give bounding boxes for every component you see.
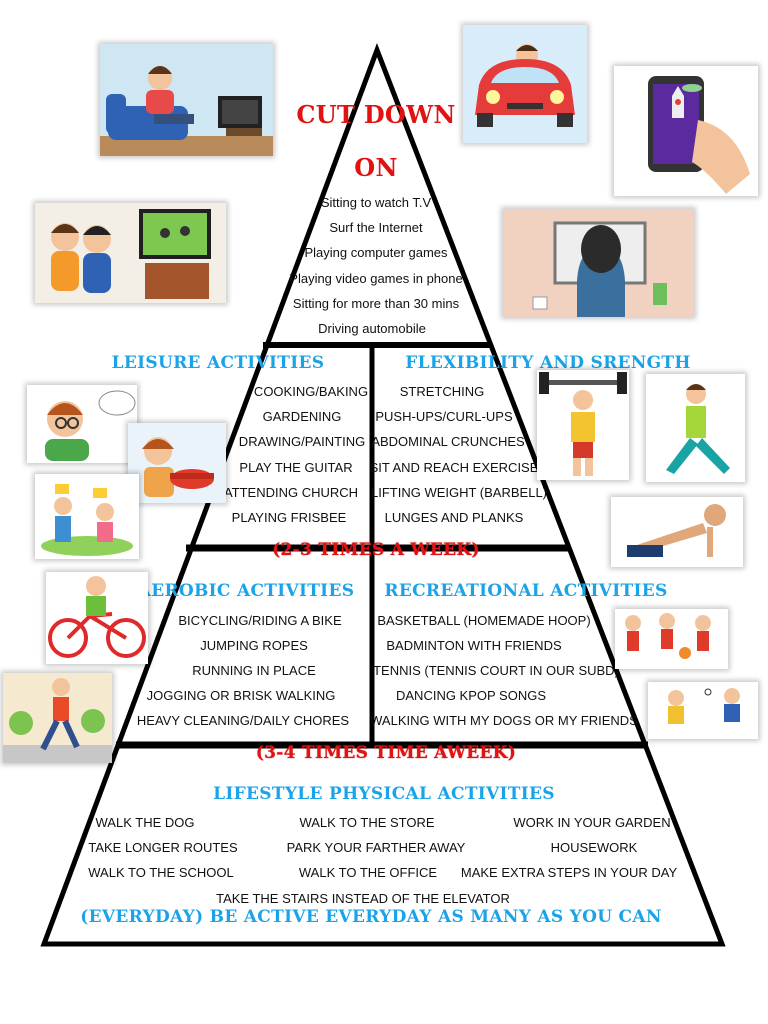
list-item: Sitting to watch T.V bbox=[320, 195, 432, 210]
man-jogging-illustration bbox=[3, 673, 112, 763]
aerobic-item: JOGGING OR BRISK WALKING bbox=[146, 688, 336, 703]
flexibility-item: ABDOMINAL CRUNCHES bbox=[371, 434, 525, 449]
man-stretching-illustration bbox=[646, 374, 745, 482]
aerobic-item: BICYCLING/RIDING A BIKE bbox=[178, 613, 342, 628]
leisure-item: ATTENDING CHURCH bbox=[223, 485, 359, 500]
leisure-item: DRAWING/PAINTING bbox=[238, 434, 366, 449]
man-watching-tv-illustration bbox=[100, 44, 273, 156]
lifestyle-item: WALK TO THE SCHOOL bbox=[88, 865, 234, 880]
flexibility-item: SIT AND REACH EXERCISE bbox=[369, 460, 539, 475]
leisure-heading: LEISURE ACTIVITIES bbox=[111, 353, 325, 373]
kids-basketball-illustration bbox=[615, 609, 728, 669]
cut-down-heading-on: ON bbox=[354, 153, 398, 182]
lifestyle-item: WALK TO THE STORE bbox=[299, 815, 435, 830]
list-item: Driving automobile bbox=[318, 321, 426, 336]
boy-riding-bike-illustration bbox=[46, 572, 148, 664]
aerobic-item: RUNNING IN PLACE bbox=[192, 663, 316, 678]
tier2-frequency: (2-3 TIMES A WEEK) bbox=[272, 540, 480, 560]
kids-playing-video-game-illustration bbox=[35, 203, 226, 303]
list-item: Playing video games in phone bbox=[289, 271, 463, 286]
girl-cooking-illustration bbox=[128, 423, 226, 503]
lifestyle-item: TAKE THE STAIRS INSTEAD OF THE ELEVATOR bbox=[216, 891, 510, 906]
lifestyle-item: WORK IN YOUR GARDEN bbox=[513, 815, 671, 830]
lifestyle-heading: LIFESTYLE PHYSICAL ACTIVITIES bbox=[213, 784, 555, 804]
kids-gardening-illustration bbox=[35, 474, 139, 559]
leisure-item: PLAYING FRISBEE bbox=[231, 510, 347, 525]
lifestyle-item: PARK YOUR FARTHER AWAY bbox=[286, 840, 466, 855]
recreational-item: TENNIS (TENNIS COURT IN OUR SUBD) bbox=[373, 663, 619, 678]
boy-drawing-illustration bbox=[27, 385, 137, 463]
everyday-footer: (EVERYDAY) BE ACTIVE EVERYDAY AS MANY AS… bbox=[80, 907, 662, 927]
flexibility-heading: FLEXIBILITY AND SRENGTH bbox=[405, 353, 691, 373]
flexibility-item: LUNGES AND PLANKS bbox=[384, 510, 524, 525]
leisure-item: PLAY THE GUITAR bbox=[239, 460, 353, 475]
recreational-item: DANCING KPOP SONGS bbox=[395, 688, 547, 703]
lifestyle-item: TAKE LONGER ROUTES bbox=[88, 840, 238, 855]
lifestyle-item: WALK THE DOG bbox=[95, 815, 195, 830]
aerobic-item: JUMPING ROPES bbox=[200, 638, 308, 653]
cut-down-heading: CUT DOWN bbox=[296, 100, 456, 129]
flexibility-item: PUSH-UPS/CURL-UPS bbox=[375, 409, 513, 424]
list-item: Playing computer games bbox=[304, 245, 448, 260]
man-driving-car-illustration bbox=[463, 25, 587, 143]
tier3-frequency: (3-4 TIMES TIME AWEEK) bbox=[255, 743, 517, 763]
leisure-item: GARDENING bbox=[262, 409, 342, 424]
recreational-item: BADMINTON WITH FRIENDS bbox=[386, 638, 562, 653]
person-at-computer-illustration bbox=[503, 209, 694, 317]
boy-lifting-barbell-illustration bbox=[537, 370, 629, 480]
aerobic-heading: AEROBIC ACTIVITIES bbox=[137, 581, 355, 601]
lifestyle-item: WALK TO THE OFFICE bbox=[298, 865, 438, 880]
lifestyle-item: HOUSEWORK bbox=[550, 840, 638, 855]
lifestyle-item: MAKE EXTRA STEPS IN YOUR DAY bbox=[460, 865, 678, 880]
leisure-item: COOKING/BAKING bbox=[253, 384, 369, 399]
man-doing-pushups-illustration bbox=[611, 497, 743, 567]
recreational-item: BASKETBALL (HOMEMADE HOOP) bbox=[377, 613, 591, 628]
flexibility-item: LIFTING WEIGHT (BARBELL) bbox=[370, 485, 548, 500]
phone-game-illustration bbox=[614, 66, 758, 196]
kids-badminton-illustration bbox=[648, 682, 758, 739]
recreational-item: WALKING WITH MY DOGS OR MY FRIENDS bbox=[370, 713, 638, 728]
recreational-heading: RECREATIONAL ACTIVITIES bbox=[384, 581, 668, 601]
list-item: Sitting for more than 30 mins bbox=[292, 296, 460, 311]
list-item: Surf the Internet bbox=[329, 220, 423, 235]
aerobic-item: HEAVY CLEANING/DAILY CHORES bbox=[136, 713, 350, 728]
flexibility-item: STRETCHING bbox=[399, 384, 485, 399]
